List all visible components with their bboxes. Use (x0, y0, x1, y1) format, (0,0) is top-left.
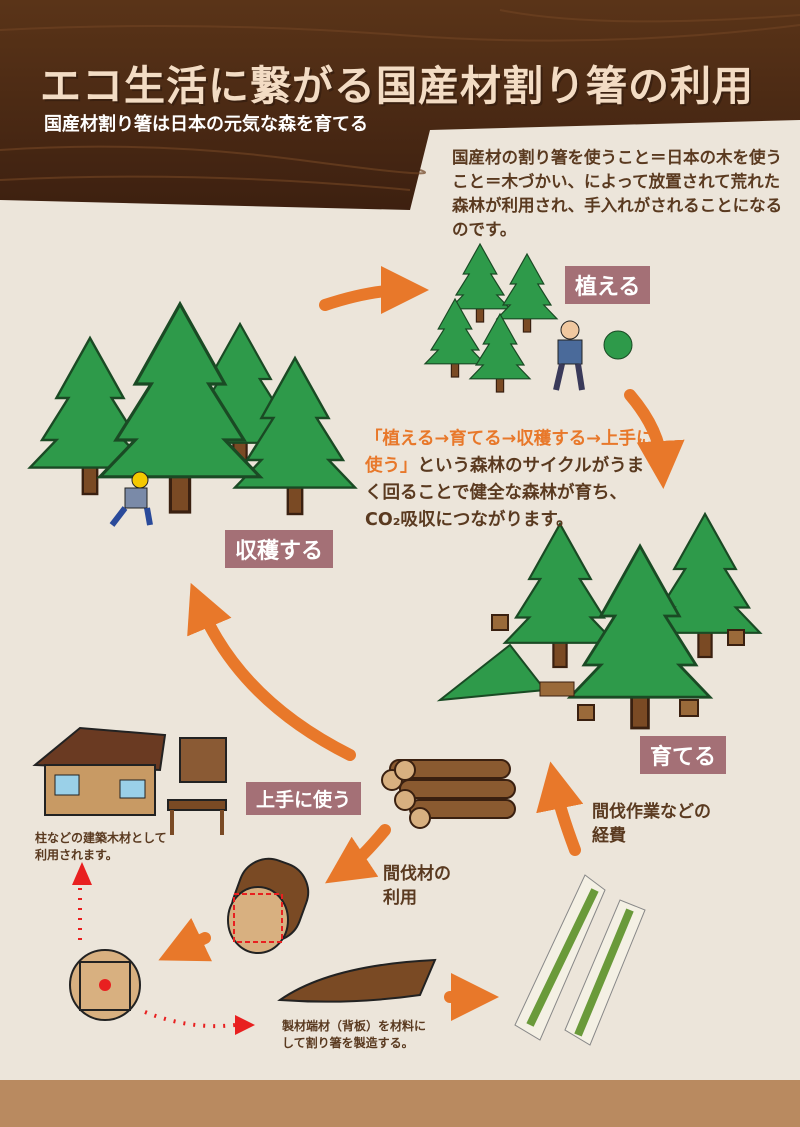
chopsticks-icon (514, 874, 646, 1046)
label-harvest: 収穫する (225, 530, 334, 568)
arrow-logs-to-log (325, 824, 391, 884)
page-title: エコ生活に繋がる国産材割り箸の利用 (40, 62, 754, 110)
planter-person-icon (553, 320, 633, 391)
house-icon (32, 726, 167, 816)
arrow-cost-to-grow (536, 761, 584, 856)
cycle-highlight: 「植える→育てる→収穫する→上手に使う」 (365, 429, 654, 476)
harvest-forest-trees (28, 302, 357, 516)
arrow-harvest-to-plant (319, 266, 429, 315)
wood-header-board (0, 0, 800, 210)
label-plant: 植える (565, 266, 651, 304)
growing-forest-trees (436, 512, 762, 730)
cycle-description: 「植える→育てる→収穫する→上手に使う」という森林のサイクルがうまく回ることで健… (365, 426, 655, 534)
intro-paragraph: 国産材の割り箸を使うこと＝日本の木を使うこと＝木づかい、によって放置されて荒れた… (452, 148, 783, 239)
offcut-chopsticks-note: 製材端材（背板）を材料にして割り箸を製造する。 (282, 1019, 427, 1050)
furniture-icon (167, 737, 227, 835)
thinning-cost-note: 間伐作業などの経費 (592, 802, 711, 846)
lumberjack-icon (109, 471, 153, 527)
cut-log-section-icon (69, 862, 255, 1035)
planting-trees (424, 243, 558, 393)
thinned-log-icon (227, 857, 310, 954)
arrow-log-to-section (158, 917, 213, 962)
log-pile-icon (381, 759, 516, 829)
label-use: 上手に使う (246, 782, 362, 815)
arrow-plant-to-grow (624, 389, 685, 489)
thinned-wood-note: 間伐材の利用 (383, 864, 451, 908)
cycle-arrows (158, 266, 685, 1021)
label-grow: 育てる (640, 736, 727, 774)
arrow-use-to-harvest (187, 582, 356, 761)
building-timber-note: 柱などの建築木材として利用されます。 (35, 831, 167, 862)
cycle-description-rest: という森林のサイクルがうまく回ることで健全な森林が育ち、CO₂吸収につながります… (365, 456, 645, 530)
slab-offcut-icon (277, 958, 437, 1003)
page-subtitle: 国産材割り箸は日本の元気な森を育てる (44, 114, 368, 135)
bottom-wood-strip (0, 1080, 800, 1127)
